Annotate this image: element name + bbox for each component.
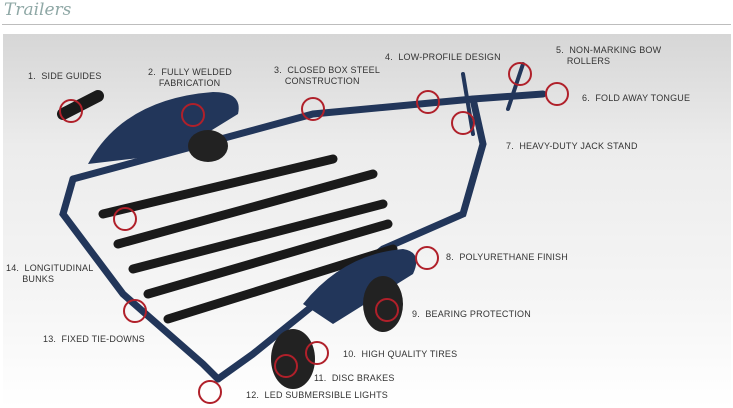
- marker-led[interactable]: [198, 380, 222, 404]
- label-12: 12. LED SUBMERSIBLE LIGHTS: [246, 390, 388, 400]
- bunk-5: [163, 244, 398, 324]
- fender-right: [303, 249, 417, 324]
- marker-polyurethane[interactable]: [415, 246, 439, 270]
- marker-low-profile[interactable]: [416, 90, 440, 114]
- marker-side-guides[interactable]: [59, 99, 83, 123]
- label-6: 6. FOLD AWAY TONGUE: [582, 93, 691, 103]
- label-5: 5. NON-MARKING BOW ROLLERS: [556, 45, 662, 66]
- title-divider: [2, 24, 731, 25]
- label-4: 4. LOW-PROFILE DESIGN: [385, 52, 501, 62]
- marker-jack[interactable]: [451, 111, 475, 135]
- label-9: 9. BEARING PROTECTION: [412, 309, 531, 319]
- label-3: 3. CLOSED BOX STEEL CONSTRUCTION: [274, 65, 381, 86]
- marker-bearing[interactable]: [375, 298, 399, 322]
- left-rail: [59, 175, 222, 383]
- label-7: 7. HEAVY-DUTY JACK STAND: [506, 141, 638, 151]
- bunk-4: [143, 219, 393, 299]
- label-1: 1. SIDE GUIDES: [28, 71, 102, 81]
- label-8: 8. POLYURETHANE FINISH: [446, 252, 568, 262]
- marker-disc-brakes[interactable]: [274, 354, 298, 378]
- label-14: 14. LONGITUDINAL BUNKS: [6, 263, 94, 284]
- marker-welded[interactable]: [181, 103, 205, 127]
- bunk-3: [128, 199, 388, 274]
- label-2: 2. FULLY WELDED FABRICATION: [148, 67, 232, 88]
- label-13: 13. FIXED TIE-DOWNS: [43, 334, 145, 344]
- marker-bow-rollers[interactable]: [508, 62, 532, 86]
- marker-box-steel[interactable]: [301, 97, 325, 121]
- bunk-2: [113, 169, 378, 249]
- trailer-diagram: 1. SIDE GUIDES 2. FULLY WELDED FABRICATI…: [3, 34, 731, 408]
- marker-tongue[interactable]: [545, 82, 569, 106]
- label-10: 10. HIGH QUALITY TIRES: [343, 349, 458, 359]
- marker-bunks[interactable]: [113, 207, 137, 231]
- marker-tie-downs[interactable]: [123, 299, 147, 323]
- marker-tires[interactable]: [305, 341, 329, 365]
- right-rail: [214, 95, 487, 383]
- bunk-1: [98, 154, 338, 219]
- label-11: 11. DISC BRAKES: [314, 373, 395, 383]
- tire-left: [188, 130, 228, 162]
- page-title: Trailers: [4, 0, 72, 20]
